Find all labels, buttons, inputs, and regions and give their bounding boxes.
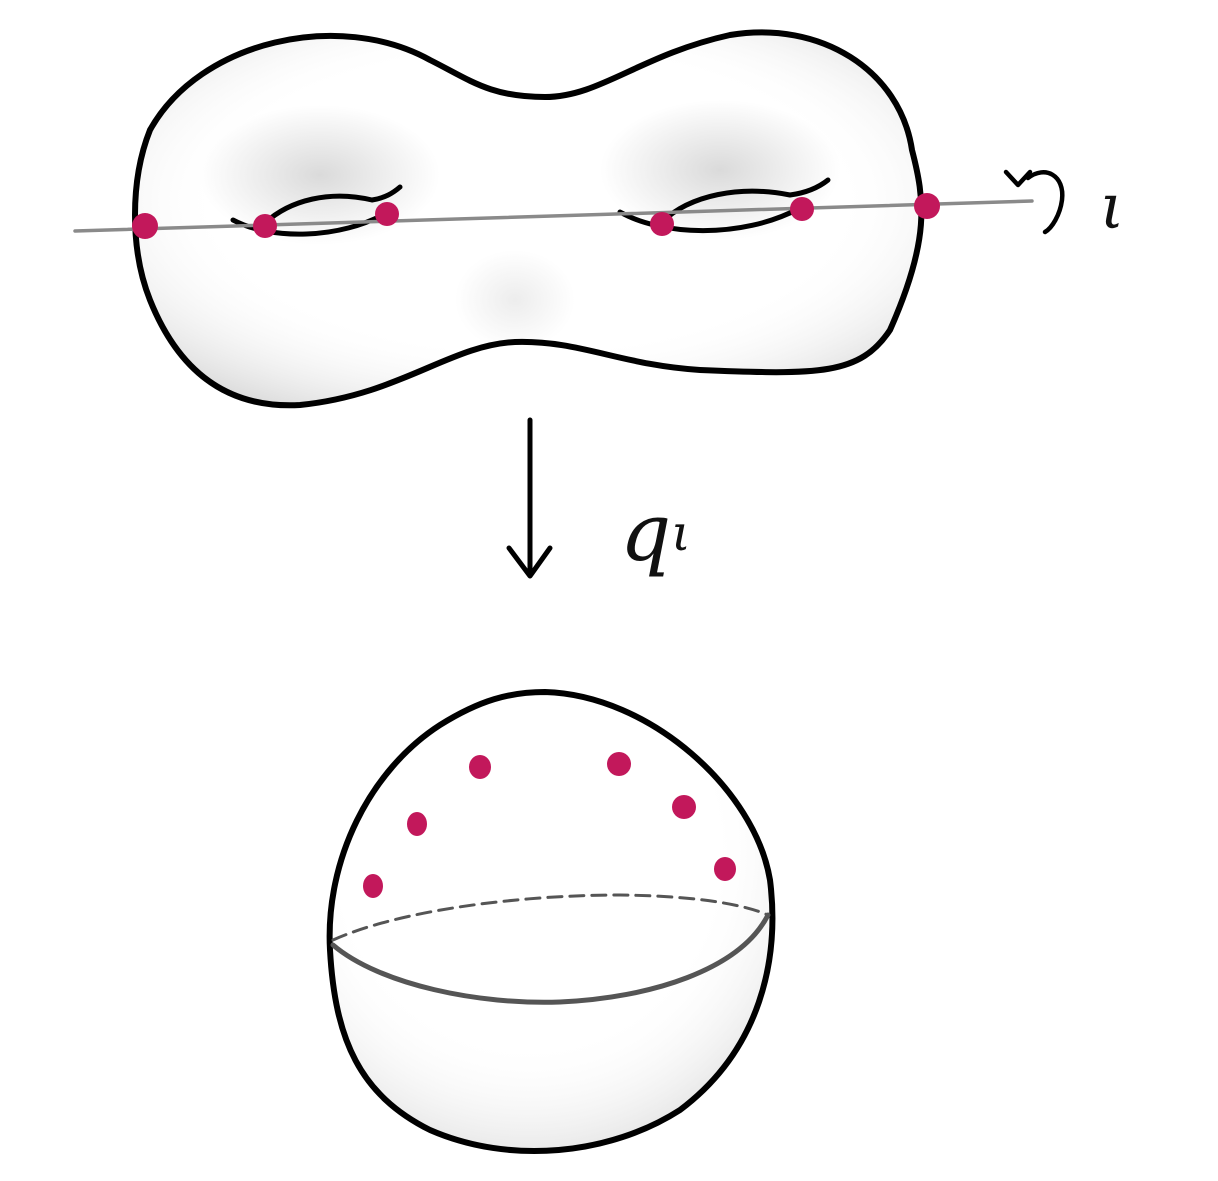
fixed-point xyxy=(253,214,277,238)
sphere xyxy=(326,689,776,1155)
marked-point xyxy=(469,755,491,779)
marked-point xyxy=(407,812,427,836)
fixed-point xyxy=(650,212,674,236)
sphere-outline xyxy=(326,689,776,1155)
rotation-arrow-icon xyxy=(1003,169,1065,235)
right-hole xyxy=(617,177,831,234)
quotient-map-arrow xyxy=(506,417,553,579)
marked-point xyxy=(714,857,736,881)
fixed-point xyxy=(132,213,158,239)
rotation-axis xyxy=(73,199,1034,233)
involution-label: ι xyxy=(1100,170,1124,243)
equator-front xyxy=(330,912,771,1005)
quotient-map-subscript: ι xyxy=(671,504,691,562)
surface-outline xyxy=(132,29,925,409)
quotient-map-label: qι xyxy=(620,486,691,579)
quotient-map-letter: q xyxy=(620,486,671,579)
equator-back xyxy=(331,893,770,942)
fixed-points xyxy=(132,193,940,239)
sphere-fill xyxy=(329,692,773,1152)
fixed-point xyxy=(375,202,399,226)
marked-point xyxy=(607,752,631,776)
marked-point xyxy=(672,795,696,819)
marked-point xyxy=(363,874,383,898)
fixed-point xyxy=(790,197,814,221)
fixed-point xyxy=(914,193,940,219)
genus-two-surface: ι xyxy=(73,29,1124,409)
marked-points xyxy=(363,752,736,898)
